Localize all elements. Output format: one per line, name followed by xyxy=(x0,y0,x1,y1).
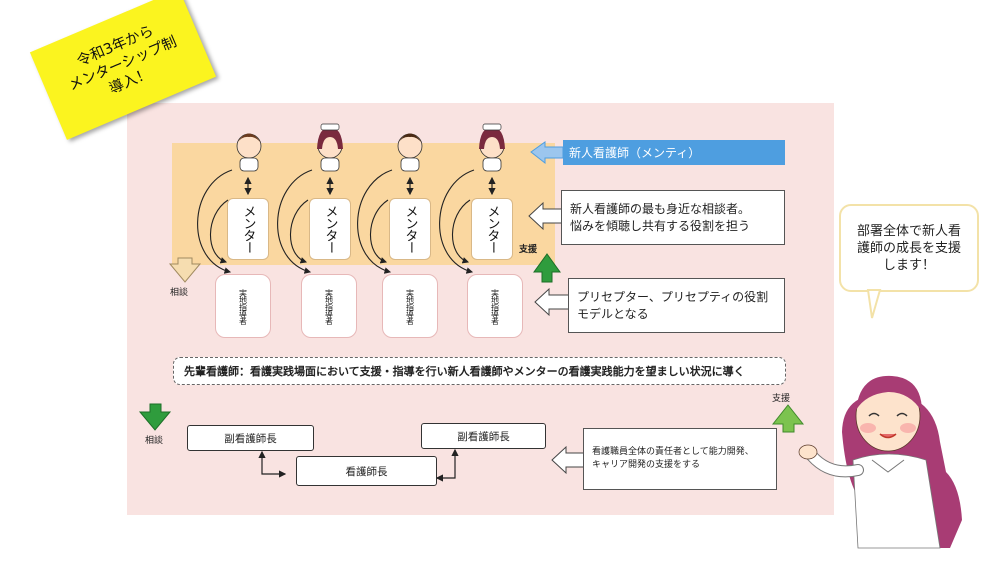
male-nurse-icon xyxy=(236,133,262,172)
speech-bubble-line: します！ xyxy=(882,257,935,273)
mentor-mentee-arrows xyxy=(244,176,496,196)
speech-bubble-line: 部署全体で新人看 xyxy=(856,223,961,239)
preceptor-curve-arrows xyxy=(197,169,475,274)
mentor-box: メンター xyxy=(471,198,513,260)
support-up-arrow-bottom xyxy=(771,404,805,433)
pointer-arrow-mentor xyxy=(528,201,564,231)
mentor-description: 新人看護師の最も身近な相談者。 悩みを傾聴し共有する役割を担う xyxy=(561,190,785,245)
support-label-bottom: 支援 xyxy=(772,394,791,404)
mentor-label: メンター xyxy=(240,205,256,253)
support-up-arrow-top xyxy=(533,253,561,283)
consult-label-bottom: 相談 xyxy=(145,436,164,446)
mentor-label: メンター xyxy=(484,205,500,253)
deputy-head-nurse-left: 副看護師長 xyxy=(187,425,314,451)
head-nurse-box: 看護師長 xyxy=(296,456,437,486)
preceptor-label: 実地指導者 xyxy=(324,288,334,324)
mentor-description-line: 新人看護師の最も身近な相談者。 xyxy=(570,201,751,216)
preceptor-box: 実地指導者 xyxy=(467,274,523,338)
preceptor-label: 実地指導者 xyxy=(405,288,415,324)
mentor-label: メンター xyxy=(402,205,418,253)
speech-bubble-line: 護師の成長を支援 xyxy=(856,240,961,256)
deputy-head-nurse-label: 副看護師長 xyxy=(224,432,277,445)
speech-bubble: 部署全体で新人看 護師の成長を支援 します！ xyxy=(839,204,979,292)
senior-nurse-text: 先輩看護師：看護実践場面において支援・指導を行い新人看護師やメンターの看護実践能… xyxy=(184,365,745,378)
support-label-top: 支援 xyxy=(519,245,538,255)
pointer-arrow-head-nurse xyxy=(551,445,585,475)
preceptor-box: 実地指導者 xyxy=(301,274,357,338)
head-nurse-description-line: キャリア開発の支援をする xyxy=(592,460,701,470)
mentee-label-text: 新人看護師（メンティ） xyxy=(569,146,701,160)
mentor-box: メンター xyxy=(389,198,431,260)
nurse-illustration xyxy=(798,375,962,549)
deputy-head-nurse-label: 副看護師長 xyxy=(457,430,510,443)
mentor-box: メンター xyxy=(309,198,351,260)
pointer-arrow-preceptor xyxy=(534,287,570,317)
preceptor-description-line: モデルとなる xyxy=(577,306,649,321)
head-nurse-label: 看護師長 xyxy=(345,465,388,478)
mentor-label: メンター xyxy=(322,205,338,253)
consult-label-top: 相談 xyxy=(170,288,189,298)
preceptor-description-line: プリセプター、プリセプティの役割 xyxy=(577,289,769,304)
consult-down-arrow-top xyxy=(168,257,202,283)
mentee-label: 新人看護師（メンティ） xyxy=(563,140,785,165)
head-nurse-description-line: 看護職員全体の責任者として能力開発、 xyxy=(592,447,754,457)
senior-nurse-box: 先輩看護師：看護実践場面において支援・指導を行い新人看護師やメンターの看護実践能… xyxy=(173,357,786,385)
male-nurse-icon xyxy=(397,133,423,172)
female-nurse-icon xyxy=(317,123,343,172)
mentor-description-line: 悩みを傾聴し共有する役割を担う xyxy=(570,218,751,233)
deputy-head-nurse-right: 副看護師長 xyxy=(421,423,546,449)
preceptor-box: 実地指導者 xyxy=(215,274,271,338)
mentor-box: メンター xyxy=(227,198,269,260)
management-connectors xyxy=(258,448,459,482)
preceptor-label: 実地指導者 xyxy=(490,288,500,324)
preceptor-description: プリセプター、プリセプティの役割 モデルとなる xyxy=(568,278,785,333)
head-nurse-description: 看護職員全体の責任者として能力開発、 キャリア開発の支援をする xyxy=(583,428,777,490)
consult-down-arrow-bottom xyxy=(138,403,172,431)
preceptor-box: 実地指導者 xyxy=(382,274,438,338)
pointer-arrow-mentee xyxy=(530,141,564,165)
preceptor-label: 実地指導者 xyxy=(238,288,248,324)
female-nurse-icon xyxy=(479,123,505,172)
